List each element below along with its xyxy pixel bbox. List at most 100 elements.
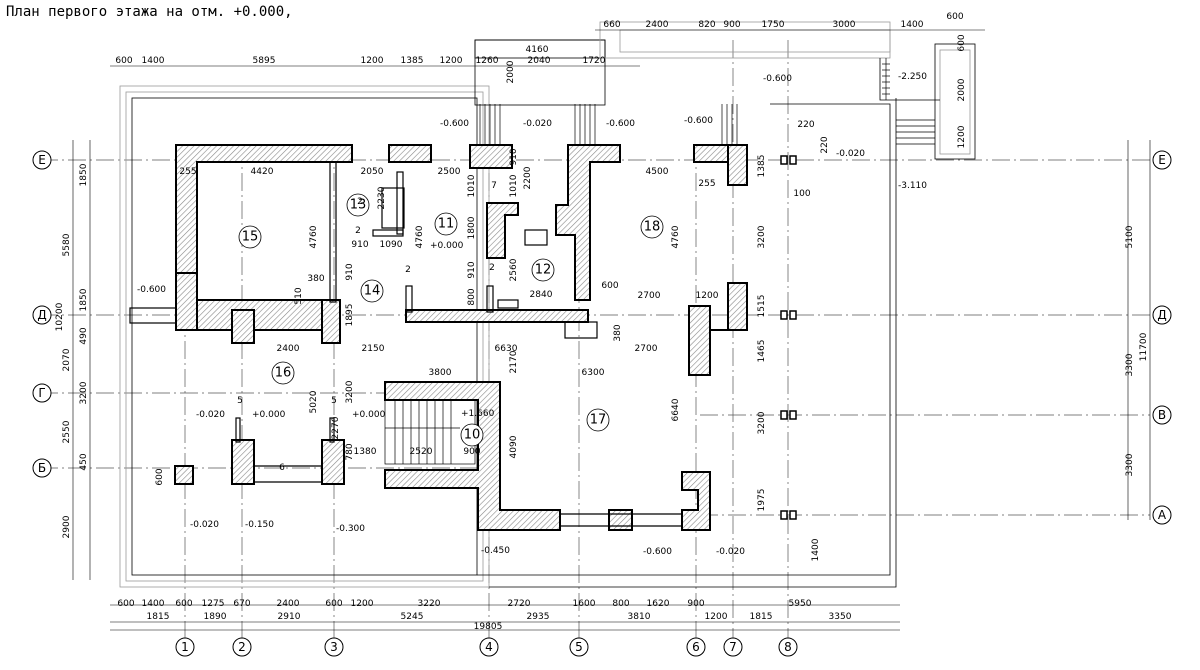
dim-text: 1850: [79, 163, 89, 186]
room-13: 13: [350, 198, 367, 213]
dim-text: 800: [612, 599, 629, 609]
dim-text: 2: [357, 197, 363, 207]
dim-text: 2: [489, 263, 495, 273]
level-mark: -0.020: [836, 149, 865, 159]
dim-text: 2170: [509, 350, 519, 373]
level-mark: -0.600: [606, 119, 635, 129]
dim-text: 3200: [757, 411, 767, 434]
dim-text: 2840: [530, 290, 553, 300]
dim-text: 600: [957, 34, 967, 51]
dim-text: 5100: [1125, 225, 1135, 248]
dim-text: 5245: [401, 612, 424, 622]
dim-text: 910: [351, 240, 368, 250]
dim-text: 2: [355, 226, 361, 236]
dim-text: 6300: [582, 368, 605, 378]
room-11: 11: [438, 217, 455, 232]
dim-text: 3200: [757, 225, 767, 248]
axis-label-2: 2: [238, 640, 246, 654]
dim-text: 10200: [55, 302, 65, 331]
dim-text: 380: [613, 324, 623, 341]
wall-room12: [486, 202, 519, 259]
dim-text: 1200: [696, 291, 719, 301]
dim-text: 3300: [1125, 353, 1135, 376]
room-16: 16: [275, 366, 292, 381]
dim-text: 600: [117, 599, 134, 609]
dim-text: 5895: [253, 56, 276, 66]
wall-e5: [555, 144, 621, 301]
dim-text: 900: [723, 20, 740, 30]
dim-text: 1600: [573, 599, 596, 609]
wall-e7: [727, 144, 748, 186]
dim-text: 1400: [811, 538, 821, 561]
wall-column-d1: [175, 272, 198, 331]
wall-column-b3: [321, 439, 345, 485]
axis-label-left-e: Е: [38, 153, 46, 167]
dim-text: 3800: [429, 368, 452, 378]
dim-text: 1815: [147, 612, 170, 622]
wall-column-e4: [469, 144, 513, 169]
dim-text: 1400: [142, 599, 165, 609]
dim-text: 1850: [79, 288, 89, 311]
dim-text: 6630: [495, 344, 518, 354]
dim-text: 2700: [635, 344, 658, 354]
dim-text: 4160: [526, 45, 549, 55]
dim-text: 1750: [762, 20, 785, 30]
dim-text: 2050: [361, 167, 384, 177]
level-mark: -0.600: [643, 547, 672, 557]
dim-text: 5: [331, 396, 337, 406]
dim-text: 220: [820, 136, 830, 153]
dim-text: 5950: [789, 599, 812, 609]
dim-text: 1890: [204, 612, 227, 622]
dimension-lines: [72, 29, 1151, 631]
dim-text: 1200: [440, 56, 463, 66]
dim-text: 3220: [418, 599, 441, 609]
dim-text: 3000: [833, 20, 856, 30]
room-17: 17: [590, 413, 607, 428]
dim-text: 1090: [380, 240, 403, 250]
dim-text: 2500: [438, 167, 461, 177]
dim-text: 3200: [79, 381, 89, 404]
level-mark: +1.660: [461, 409, 495, 419]
dim-text: 1975: [757, 489, 767, 512]
dim-text: 1385: [401, 56, 424, 66]
dim-text: 600: [325, 599, 342, 609]
wall-column-a6: [681, 471, 711, 531]
dim-text: 1385: [757, 155, 767, 178]
level-mark: -0.150: [245, 520, 274, 530]
dim-text: 2040: [528, 56, 551, 66]
dim-text: 2150: [362, 344, 385, 354]
dim-text: 11700: [1139, 332, 1149, 361]
dim-text: 3200: [345, 380, 355, 403]
axis-label-8: 8: [784, 640, 792, 654]
dim-text: 600: [946, 12, 963, 22]
dim-text: 1895: [345, 304, 355, 327]
dim-text: 2560: [509, 258, 519, 281]
dim-text: 255: [179, 167, 196, 177]
level-mark: -0.450: [481, 546, 510, 556]
axis-bubbles: [32, 150, 1172, 657]
dim-text: 910: [509, 148, 519, 165]
dim-text: 1200: [351, 599, 374, 609]
dim-text: 2935: [527, 612, 550, 622]
room-12: 12: [535, 263, 552, 278]
axis-label-4: 4: [485, 640, 493, 654]
dim-text: 1400: [142, 56, 165, 66]
dim-text-total: 19805: [474, 622, 503, 632]
wall-stub-d3: [321, 299, 341, 344]
dim-text: 255: [698, 179, 715, 189]
wall-stair10: [384, 381, 561, 531]
dim-text: 1010: [467, 174, 477, 197]
dim-text: 1010: [509, 174, 519, 197]
axis-label-1: 1: [181, 640, 189, 654]
dim-text: 2520: [410, 447, 433, 457]
dim-text: 1275: [202, 599, 225, 609]
wall-column-a5: [608, 509, 633, 531]
dim-text: 450: [79, 453, 89, 470]
dim-text: 4760: [671, 225, 681, 248]
dim-text: 7: [491, 181, 497, 191]
dim-text: 600: [155, 468, 165, 485]
dim-text: 510: [294, 287, 304, 304]
dim-text: 1800: [467, 216, 477, 239]
dim-text: 600: [175, 599, 192, 609]
